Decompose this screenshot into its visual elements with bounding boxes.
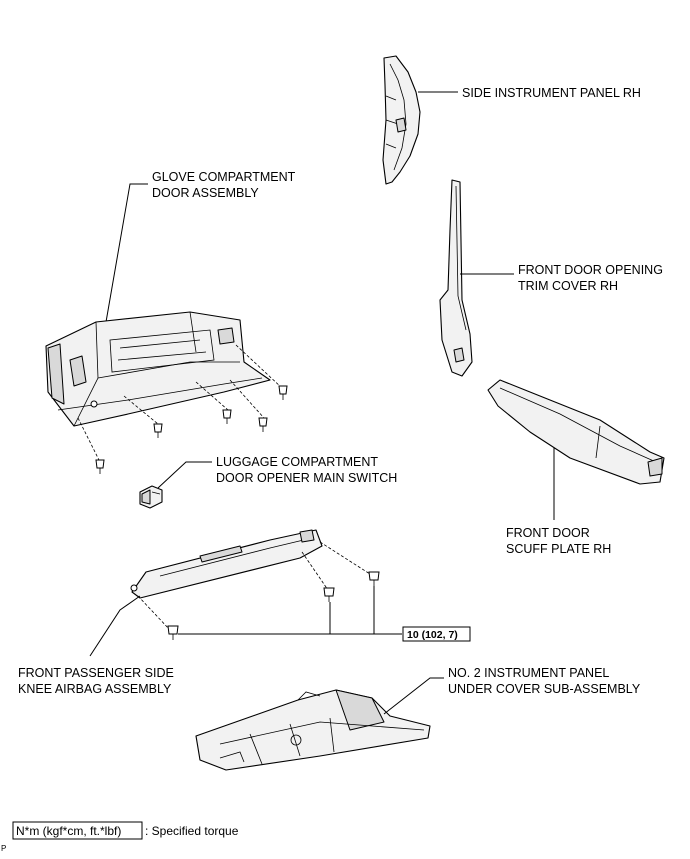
- under-cover-leader: [383, 677, 444, 715]
- knee-bolt-guide-2: [301, 551, 329, 591]
- front-door-scuff-plate-part: [487, 379, 665, 485]
- knee-bolt-guide-3: [319, 541, 371, 575]
- glove-bolt-guide-3: [229, 379, 265, 419]
- luggage-switch-label-line2: DOOR OPENER MAIN SWITCH: [216, 471, 397, 485]
- glove-compartment-label-line1: GLOVE COMPARTMENT: [152, 170, 296, 184]
- knee-bolt-screw-3: [368, 571, 380, 586]
- knee-bolt-guide-1: [137, 595, 171, 631]
- side-instrument-panel-label: SIDE INSTRUMENT PANEL RH: [462, 86, 641, 100]
- side-instrument-panel-rh-part: [382, 55, 421, 185]
- knee-airbag-part: [130, 529, 323, 599]
- torque-legend-text: : Specified torque: [145, 824, 239, 838]
- luggage-switch-label-line1: LUGGAGE COMPARTMENT: [216, 455, 378, 469]
- front-door-scuff-label-line2: SCUFF PLATE RH: [506, 542, 611, 556]
- front-door-opening-label-line2: TRIM COVER RH: [518, 279, 618, 293]
- torque-legend-box: [12, 821, 143, 840]
- glove-bolt-screw-1: [278, 385, 288, 400]
- glove-compartment-label-line2: DOOR ASSEMBLY: [152, 186, 259, 200]
- glove-bolt-screw-3: [258, 417, 268, 432]
- torque-value: 10 (102, 7): [407, 629, 458, 641]
- knee-bolt-screw-1: [167, 625, 179, 640]
- glove-compartment-leader: [105, 183, 148, 323]
- glove-bolt-guide-1: [235, 344, 283, 389]
- luggage-switch-leader: [157, 461, 212, 489]
- front-door-scuff-label-line1: FRONT DOOR: [506, 526, 590, 540]
- knee-airbag-label-line2: KNEE AIRBAG ASSEMBLY: [18, 682, 172, 696]
- glove-bolt-guide-5: [77, 417, 101, 463]
- under-cover-part: [195, 689, 431, 771]
- glove-bolt-screw-4: [153, 423, 163, 438]
- glove-bolt-guide-2: [195, 381, 229, 411]
- torque-box: [402, 626, 471, 642]
- torque-legend-unit: N*m (kgf*cm, ft.*lbf): [16, 824, 121, 838]
- corner-mark: P: [1, 844, 6, 853]
- knee-airbag-label-line1: FRONT PASSENGER SIDE: [18, 666, 174, 680]
- front-door-opening-trim-cover-part: [439, 179, 473, 377]
- under-cover-label-line1: NO. 2 INSTRUMENT PANEL: [448, 666, 609, 680]
- glove-compartment-door-part: [45, 311, 271, 427]
- glove-bolt-screw-2: [222, 409, 232, 424]
- knee-airbag-leader: [89, 595, 141, 657]
- glove-bolt-guide-4: [123, 395, 159, 425]
- knee-bolt-screw-2: [323, 587, 335, 602]
- glove-bolt-screw-5: [95, 459, 105, 474]
- under-cover-label-line2: UNDER COVER SUB-ASSEMBLY: [448, 682, 641, 696]
- front-door-opening-label-line1: FRONT DOOR OPENING: [518, 263, 663, 277]
- luggage-switch-part: [139, 485, 163, 509]
